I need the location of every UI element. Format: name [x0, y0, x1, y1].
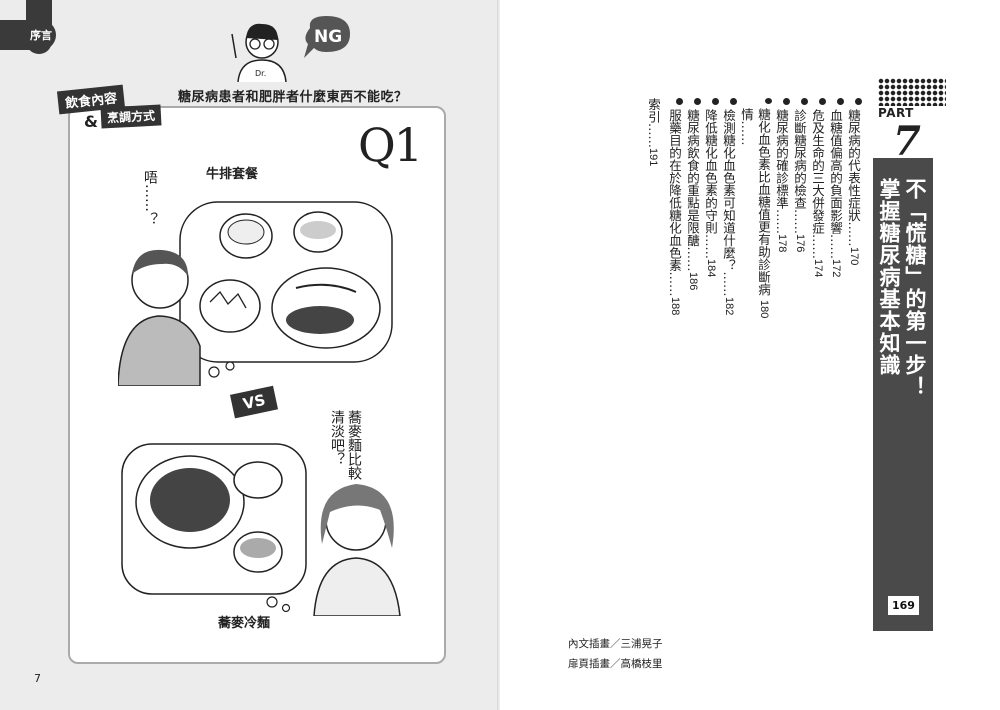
- toc-item-page: 174: [812, 259, 824, 278]
- toc-item: 降低糖化血色素的守則……184: [702, 98, 719, 318]
- panel-number: Q1: [358, 118, 423, 172]
- option-1-thought: 唔……？: [142, 170, 158, 226]
- index-page: 191: [647, 148, 659, 167]
- bullet-dot-icon: [730, 98, 737, 105]
- option-1-label: 牛排套餐: [206, 167, 259, 182]
- part-title-line1: 不「慌糖」的第一步！: [903, 178, 927, 398]
- option-2-thought: 蕎麥麵比較清淡吧？: [329, 410, 362, 480]
- part-title-line2: 掌握糖尿病基本知識: [877, 178, 901, 376]
- category-ampersand: &: [84, 112, 98, 131]
- toc-item-title: 血糖值偏高的負面影響……: [828, 109, 843, 259]
- soba-illustration: [121, 443, 401, 616]
- part-number: 7: [893, 118, 921, 165]
- bullet-dot-icon: [855, 98, 862, 105]
- credit-line-1: 內文插畫／三浦晃子: [568, 638, 663, 650]
- toc-item-title: 糖尿病的確診標準……: [774, 109, 789, 234]
- page-number-left: 7: [34, 672, 41, 685]
- toc-item: 糖化血色素比血糖值更有助診斷病情…… 180: [738, 98, 772, 318]
- toc-item-page: 176: [794, 234, 806, 253]
- toc-item: 診斷糖尿病的檢查……176: [791, 98, 808, 318]
- toc-item-page: 186: [687, 271, 699, 290]
- toc-item: 糖尿病的確診標準……178: [773, 98, 790, 318]
- toc-item-page: 172: [830, 259, 842, 278]
- toc-item: 糖尿病的代表性症狀……170: [845, 98, 862, 318]
- toc-item-title: 危及生命的三大併發症……: [810, 109, 825, 259]
- toc-item: 服藥目的在於降低糖化血色素……188: [666, 98, 683, 318]
- bullet-dot-icon: [712, 98, 719, 105]
- toc-item-page: 188: [669, 296, 681, 315]
- toc-item: 檢測糖化血色素可知道什麼？……182: [720, 98, 737, 318]
- credit-line-2: 扉頁插畫／高橋枝里: [568, 658, 663, 670]
- part-dot-pattern: [878, 78, 946, 106]
- question-heading: 糖尿病患者和肥胖者什麼東西不能吃？: [178, 90, 408, 105]
- index-entry: 索引……191: [644, 98, 662, 166]
- toc-item: 危及生命的三大併發症……174: [809, 98, 826, 318]
- bullet-dot-icon: [819, 98, 826, 105]
- toc-item: 糖尿病飲食的重點是限醣……186: [684, 98, 701, 318]
- part-label: PART: [878, 106, 914, 120]
- section-tab-label: 序言: [30, 29, 52, 42]
- bullet-dot-icon: [837, 98, 844, 105]
- bullet-dot-icon: [694, 98, 701, 105]
- illustration-credits: 內文插畫／三浦晃子 扉頁插畫／高橋枝里: [568, 634, 663, 674]
- toc-item-page: 180: [758, 299, 770, 318]
- toc-item-page: 182: [723, 296, 735, 315]
- index-title: 索引……: [646, 98, 661, 148]
- toc-item-page: 170: [848, 246, 860, 265]
- toc-item-title: 糖化血色素比血糖值更有助診斷病情……: [739, 107, 771, 296]
- section-tab: 序言: [0, 20, 56, 50]
- toc-item-page: 184: [705, 259, 717, 278]
- toc-item-page: 178: [776, 234, 788, 253]
- toc-item-title: 糖尿病飲食的重點是限醣……: [685, 109, 700, 272]
- doctor-label: Dr.: [255, 69, 266, 78]
- toc-item-title: 服藥目的在於降低糖化血色素……: [667, 109, 682, 297]
- bullet-dot-icon: [765, 98, 772, 104]
- category-badge-cooking: 烹調方式: [100, 104, 162, 129]
- bullet-dot-icon: [676, 98, 683, 105]
- toc-item-title: 降低糖化血色素的守則……: [703, 109, 718, 259]
- toc-item: 血糖值偏高的負面影響……172: [827, 98, 844, 318]
- bullet-dot-icon: [801, 98, 808, 105]
- bullet-dot-icon: [783, 98, 790, 105]
- toc-item-title: 糖尿病的代表性症狀……: [846, 109, 861, 247]
- toc-item-title: 檢測糖化血色素可知道什麼？……: [721, 109, 736, 297]
- doctor-illustration: Dr. NG: [231, 16, 350, 82]
- part-page-number: 169: [888, 596, 919, 615]
- ng-badge: NG: [314, 27, 342, 47]
- option-2-label: 蕎麥冷麵: [218, 616, 271, 631]
- steak-set-illustration: [118, 201, 393, 386]
- part-title-bar: 不「慌糖」的第一步！ 掌握糖尿病基本知識 169: [873, 158, 933, 631]
- toc-item-title: 診斷糖尿病的檢查……: [792, 109, 807, 234]
- left-page: 序言 Dr. NG 糖尿病患者和肥胖者什麼東西不能吃？ 飲食內容 & 烹調方式 …: [0, 0, 500, 710]
